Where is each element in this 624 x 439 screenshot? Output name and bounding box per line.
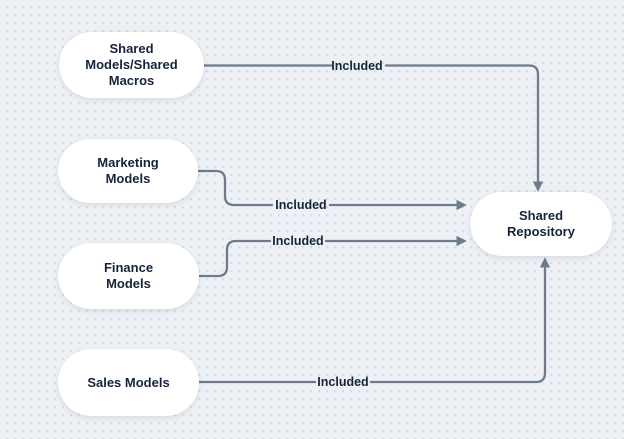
edge-marketing-to-repo-a [196, 169, 274, 207]
node-shared-models-shared-macros[interactable]: Shared Models/Shared Macros [59, 32, 204, 98]
edge-finance-to-repo-a [197, 239, 272, 278]
node-label: Marketing Models [97, 155, 159, 186]
node-label: Shared Models/Shared Macros [85, 41, 178, 88]
node-label: Sales Models [87, 374, 170, 390]
edge-label-included: Included [275, 198, 327, 212]
edge-casing [195, 168, 275, 208]
edge-casing [196, 238, 273, 279]
node-finance-models[interactable]: Finance Models [58, 243, 199, 309]
edge-casing [383, 62, 541, 186]
edge-sales-to-repo-b [369, 257, 551, 384]
edge-shared-macros-to-repo-b [384, 64, 544, 192]
edge-label-included: Included [317, 375, 369, 389]
node-label: Shared Repository [507, 208, 575, 239]
edge-casing [368, 263, 548, 385]
edge-label-included: Included [272, 234, 324, 248]
node-sales-models[interactable]: Sales Models [58, 349, 199, 416]
edge-label-included: Included [331, 59, 383, 73]
node-shared-repository[interactable]: Shared Repository [470, 192, 612, 256]
node-marketing-models[interactable]: Marketing Models [58, 139, 198, 203]
node-label: Finance Models [103, 260, 154, 291]
